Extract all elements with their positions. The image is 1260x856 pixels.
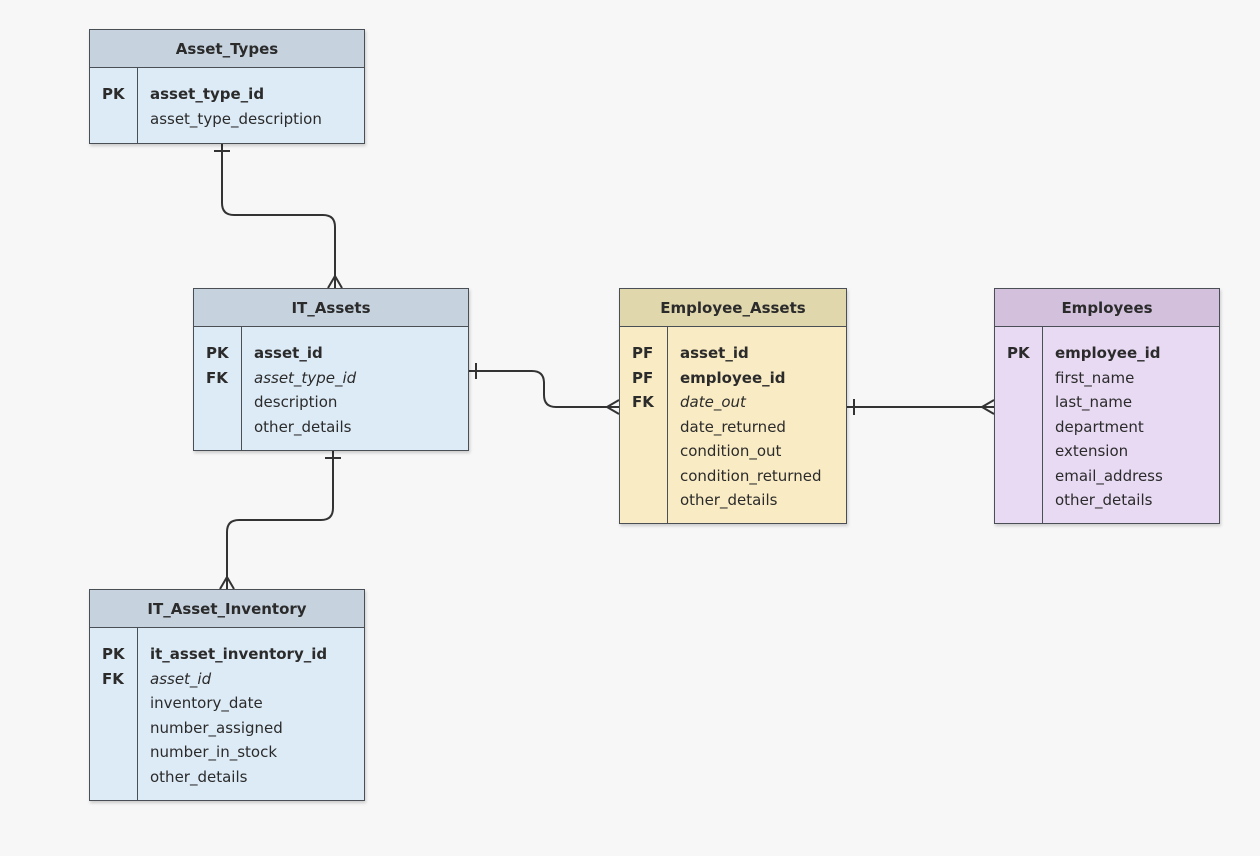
field-name: asset_id (150, 669, 212, 688)
field-name: asset_id (680, 344, 749, 362)
key-label (620, 439, 667, 464)
entity-title: Asset_Types (90, 30, 364, 68)
field-column: asset_id employee_id date_out date_retur… (668, 327, 846, 523)
key-column: PK FK (194, 327, 242, 450)
relationship-it-assets-employee-assets (469, 363, 620, 415)
field-name: date_returned (680, 417, 786, 436)
field-name: other_details (254, 417, 352, 436)
key-label (620, 415, 667, 440)
key-label (90, 716, 137, 741)
key-label: PK (206, 344, 229, 362)
key-label (995, 488, 1042, 513)
key-label: PK (102, 85, 125, 103)
key-label (90, 740, 137, 765)
field-name: number_assigned (150, 718, 283, 737)
entity-body: PF PF FK asset_id employee_id date_out d… (620, 327, 846, 523)
field-name: number_in_stock (150, 743, 278, 761)
field-name: first_name (1055, 368, 1135, 387)
key-label (90, 765, 137, 790)
entity-body: PK FK it_asset_inventory_id asset_id inv… (90, 628, 364, 800)
key-label: PF (632, 344, 654, 362)
field-name: date_out (680, 393, 746, 411)
relationship-asset-types-it-assets (214, 144, 343, 289)
key-label (995, 366, 1042, 391)
entity-employees[interactable]: Employees PK employee_id first_name last… (994, 288, 1220, 524)
field-column: asset_type_id asset_type_description (138, 68, 364, 143)
field-name: other_details (1055, 491, 1153, 509)
key-label (995, 439, 1042, 464)
field-name: asset_id (254, 344, 323, 362)
key-column: PF PF FK (620, 327, 668, 523)
key-label: FK (206, 368, 228, 387)
key-label (995, 390, 1042, 415)
field-column: it_asset_inventory_id asset_id inventory… (138, 628, 364, 800)
field-name: asset_type_id (254, 368, 357, 387)
field-name: it_asset_inventory_id (150, 645, 328, 663)
field-name: asset_type_description (150, 109, 322, 128)
key-label (194, 390, 241, 415)
key-label: FK (632, 393, 654, 411)
field-name: employee_id (680, 368, 786, 387)
key-label (620, 464, 667, 489)
key-column: PK (995, 327, 1043, 523)
field-name: other_details (150, 767, 248, 786)
field-name: email_address (1055, 466, 1163, 485)
entity-body: PK FK asset_id asset_type_id description… (194, 327, 468, 450)
key-label (620, 488, 667, 513)
field-name: department (1055, 417, 1144, 436)
key-label (90, 107, 137, 132)
key-label (995, 415, 1042, 440)
field-name: condition_out (680, 442, 782, 460)
entity-title: IT_Assets (194, 289, 468, 327)
entity-title: IT_Asset_Inventory (90, 590, 364, 628)
key-label (995, 464, 1042, 489)
key-label (90, 691, 137, 716)
key-label (194, 415, 241, 440)
field-name: last_name (1055, 393, 1133, 411)
key-label: PF (632, 368, 654, 387)
key-label: PK (1007, 344, 1030, 362)
field-column: asset_id asset_type_id description other… (242, 327, 468, 450)
key-label: PK (102, 645, 125, 663)
relationship-it-assets-it-asset-inventory (219, 451, 341, 590)
field-name: description (254, 393, 338, 411)
field-name: extension (1055, 442, 1129, 460)
entity-title: Employee_Assets (620, 289, 846, 327)
field-column: employee_id first_name last_name departm… (1043, 327, 1219, 523)
entity-employee-assets[interactable]: Employee_Assets PF PF FK asset_id employ… (619, 288, 847, 524)
entity-it-asset-inventory[interactable]: IT_Asset_Inventory PK FK it_asset_invent… (89, 589, 365, 801)
relationship-employees-employee-assets (847, 399, 995, 415)
entity-body: PK employee_id first_name last_name depa… (995, 327, 1219, 523)
entity-asset-types[interactable]: Asset_Types PK asset_type_id asset_type_… (89, 29, 365, 144)
entity-it-assets[interactable]: IT_Assets PK FK asset_id asset_type_id d… (193, 288, 469, 451)
key-label: FK (102, 669, 124, 688)
field-name: condition_returned (680, 466, 822, 485)
field-name: inventory_date (150, 694, 263, 712)
entity-body: PK asset_type_id asset_type_description (90, 68, 364, 143)
field-name: other_details (680, 491, 778, 509)
entity-title: Employees (995, 289, 1219, 327)
key-column: PK FK (90, 628, 138, 800)
key-column: PK (90, 68, 138, 143)
field-name: employee_id (1055, 344, 1161, 362)
field-name: asset_type_id (150, 85, 265, 103)
